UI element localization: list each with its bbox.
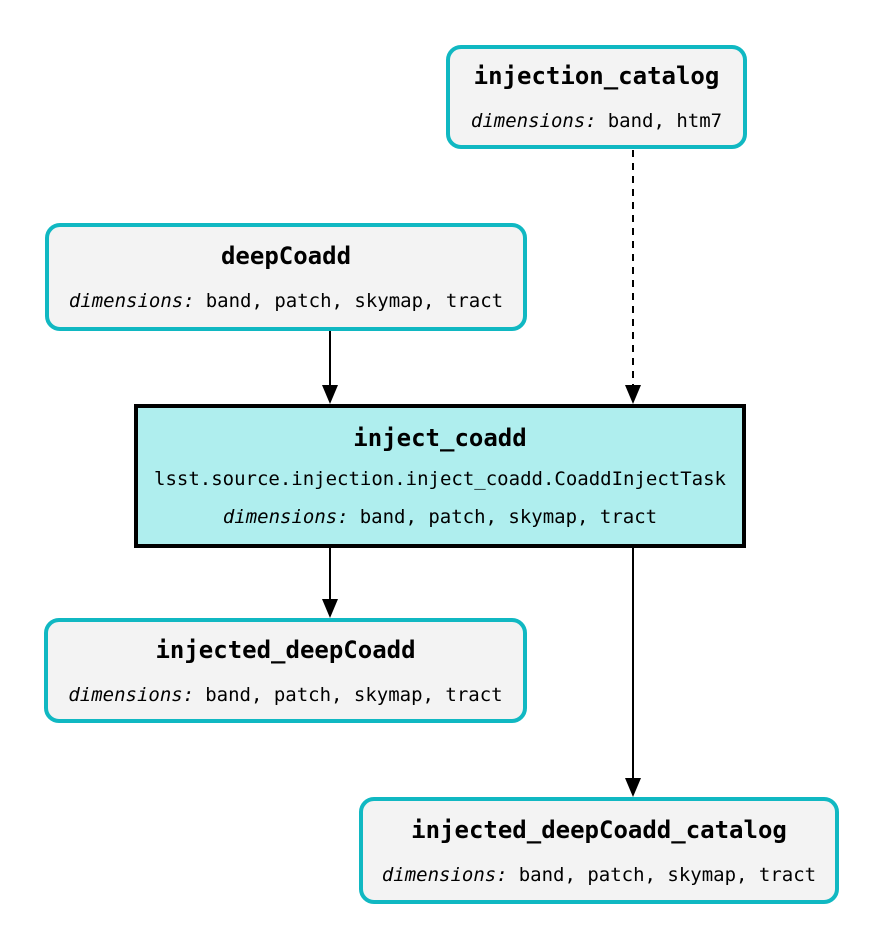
dimensions-values: band, patch, skymap, tract (518, 863, 817, 886)
dataset-node-injected-deepcoadd: injected_deepCoadd dimensions: band, pat… (44, 618, 527, 723)
dataset-node-injection-catalog: injection_catalog dimensions: band, htm7 (446, 45, 747, 149)
node-title: injected_deepCoadd (155, 635, 416, 664)
edge-inject-coadd-to-injected-deepcoadd (329, 548, 331, 601)
arrowhead-inject-coadd-to-injected-deepcoadd (322, 599, 338, 618)
edge-deepcoadd-to-inject-coadd (329, 331, 331, 387)
dataset-node-injected-deepcoadd-catalog: injected_deepCoadd_catalog dimensions: b… (359, 797, 839, 904)
dimensions-values: band, patch, skymap, tract (205, 683, 503, 706)
node-title: injection_catalog (473, 62, 720, 90)
node-dimensions: dimensions: band, htm7 (471, 109, 722, 133)
arrowhead-injection-catalog-to-inject-coadd (625, 385, 641, 404)
task-node-inject-coadd: inject_coadd lsst.source.injection.injec… (134, 404, 746, 548)
node-title: inject_coadd (353, 424, 527, 452)
dimensions-label: dimensions: (222, 506, 349, 528)
dimensions-label: dimensions: (68, 290, 195, 312)
dimensions-label: dimensions: (381, 863, 508, 886)
arrowhead-deepcoadd-to-inject-coadd (322, 385, 338, 404)
node-dimensions: dimensions: band, patch, skymap, tract (223, 505, 657, 529)
node-dimensions: dimensions: band, patch, skymap, tract (68, 683, 502, 707)
node-title: injected_deepCoadd_catalog (411, 815, 787, 844)
dataset-node-deepcoadd: deepCoadd dimensions: band, patch, skyma… (45, 223, 527, 331)
dimensions-values: band, patch, skymap, tract (205, 290, 504, 312)
dimensions-values: band, patch, skymap, tract (359, 506, 658, 528)
edge-injection-catalog-to-inject-coadd (632, 150, 634, 386)
node-dimensions: dimensions: band, patch, skymap, tract (382, 863, 816, 887)
node-dimensions: dimensions: band, patch, skymap, tract (69, 289, 503, 313)
dimensions-values: band, htm7 (607, 110, 723, 132)
dimensions-label: dimensions: (470, 110, 597, 132)
edge-inject-coadd-to-injected-deepcoadd-catalog (632, 548, 634, 780)
dimensions-label: dimensions: (68, 683, 195, 706)
node-title: deepCoadd (220, 242, 352, 270)
task-class-path: lsst.source.injection.inject_coadd.Coadd… (154, 468, 726, 490)
arrowhead-inject-coadd-to-injected-deepcoadd-catalog (625, 778, 641, 797)
